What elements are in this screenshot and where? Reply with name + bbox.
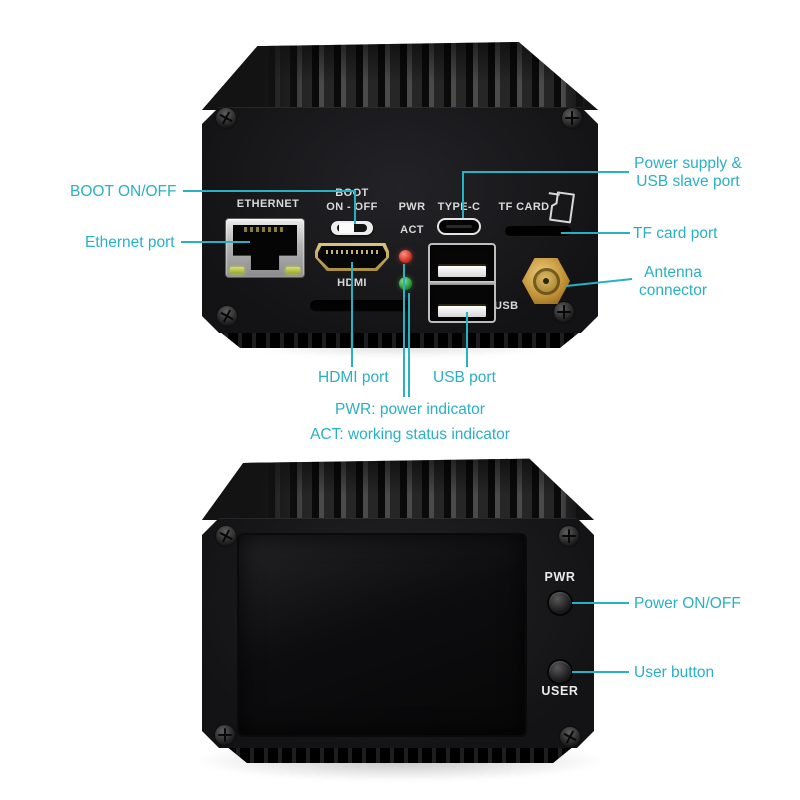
callout-pwr-indicator: PWR: power indicator — [335, 401, 485, 418]
top-device-rear-panel: ETHERNET BOOT ON - OFF PWR ACT TYPE-C TF… — [202, 107, 598, 333]
bottom-device-base-vents — [226, 746, 574, 763]
screw-slot — [568, 529, 570, 543]
hdmi-pins — [326, 250, 378, 254]
callout-boot: BOOT ON/OFF — [70, 183, 177, 200]
usb-ports — [428, 243, 496, 323]
power-button — [549, 592, 571, 614]
screw-icon — [559, 526, 579, 546]
antenna-connector — [522, 258, 570, 304]
usb-tongue-bottom — [438, 306, 486, 317]
panel-label-type-c: TYPE-C — [437, 201, 481, 213]
hdmi-opening — [318, 246, 386, 268]
screw-slot — [571, 111, 573, 125]
callout-tf-card: TF card port — [633, 225, 718, 242]
callout-user-button: User button — [634, 664, 715, 681]
top-device-heatsink-fins — [202, 42, 598, 110]
callout-hdmi: HDMI port — [318, 369, 389, 386]
boot-switch — [331, 221, 373, 235]
ethernet-pins — [244, 227, 286, 232]
user-button — [549, 661, 571, 683]
callout-power-button: Power ON/OFF — [634, 595, 741, 612]
usb-divider — [430, 281, 494, 285]
callout-power-supply-line1: Power supply & — [634, 155, 742, 172]
callout-ethernet: Ethernet port — [85, 234, 175, 251]
ethernet-led-left — [230, 267, 244, 274]
type-c-port — [437, 218, 481, 235]
ethernet-port — [226, 219, 304, 277]
usb-tongue-top — [438, 266, 486, 277]
panel-label-pwr-button: PWR — [544, 570, 576, 584]
panel-label-tf-card: TF CARD — [498, 201, 550, 213]
top-device-base-vents — [217, 330, 583, 348]
act-led — [399, 277, 412, 290]
antenna-center-pin — [543, 278, 549, 284]
panel-label-on-off: ON - OFF — [326, 201, 378, 213]
ethernet-led-right — [286, 267, 300, 274]
screw-icon — [562, 108, 582, 128]
panel-label-usb: USB — [494, 300, 519, 312]
screw-slot — [563, 305, 565, 319]
panel-vent-slot — [310, 300, 410, 312]
screw-icon — [213, 302, 240, 329]
lcd-screen — [237, 533, 527, 737]
panel-label-boot: BOOT — [335, 187, 369, 199]
ethernet-jack-opening — [233, 225, 297, 270]
callout-antenna: Antenna connector — [634, 264, 712, 299]
screw-icon — [554, 302, 574, 322]
callout-act-indicator: ACT: working status indicator — [310, 426, 510, 443]
bottom-device-front-panel: PWR USER — [202, 518, 594, 748]
callout-power-supply: Power supply & USB slave port — [624, 155, 752, 190]
callout-antenna-line1: Antenna — [644, 264, 702, 281]
screw-slot — [224, 728, 226, 742]
panel-label-pwr: PWR — [398, 201, 426, 213]
panel-label-hdmi: HDMI — [337, 277, 367, 289]
panel-label-act: ACT — [400, 224, 424, 236]
hdmi-port — [315, 243, 389, 271]
pwr-led — [399, 250, 412, 263]
callout-antenna-line2: connector — [638, 281, 708, 299]
tf-card-icon — [544, 189, 578, 225]
panel-label-user-button: USER — [541, 684, 579, 698]
boot-switch-knob — [339, 223, 354, 233]
bottom-device-heatsink-fins — [202, 458, 594, 520]
panel-label-ethernet: ETHERNET — [236, 198, 300, 210]
callout-usb: USB port — [433, 369, 496, 386]
tf-card-slot — [505, 226, 571, 237]
screw-icon — [215, 725, 235, 745]
callout-power-supply-line2: USB slave port — [636, 172, 740, 190]
screw-icon — [212, 522, 239, 549]
